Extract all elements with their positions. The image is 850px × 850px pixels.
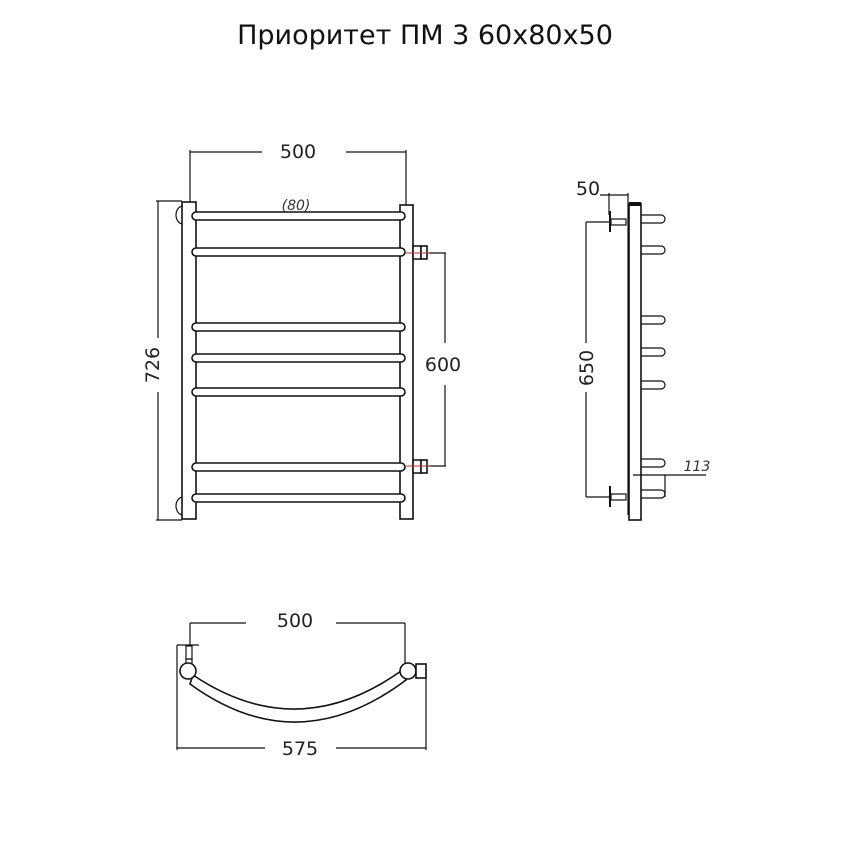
left-post-end (179, 662, 197, 680)
right-post-end (399, 662, 417, 680)
curved-rail (189, 669, 408, 723)
side-rungs (641, 214, 666, 499)
wall-mount-top (609, 211, 627, 232)
top-view: 500 575 (176, 610, 427, 760)
wall-mount-bottom (609, 486, 627, 507)
top-outer-width-label: 575 (282, 738, 318, 760)
depth-label: 113 (684, 459, 711, 475)
rungs (191, 211, 406, 503)
connector-top (406, 245, 430, 260)
connection-distance-label: 600 (425, 354, 461, 376)
front-height-label: 726 (142, 347, 164, 383)
top-inner-width-label: 500 (277, 610, 313, 632)
front-width-label: 500 (280, 141, 316, 163)
side-post (628, 203, 642, 521)
wall-offset-label: 50 (576, 178, 600, 200)
page-title: Приоритет ПМ 3 60х80х50 (237, 20, 613, 51)
front-view: 500 (80) 726 600 (142, 141, 461, 521)
side-view: 50 650 113 (576, 178, 711, 521)
rung-note-label: (80) (282, 198, 311, 214)
connector-bottom (406, 459, 430, 474)
side-height-label: 650 (576, 350, 598, 386)
